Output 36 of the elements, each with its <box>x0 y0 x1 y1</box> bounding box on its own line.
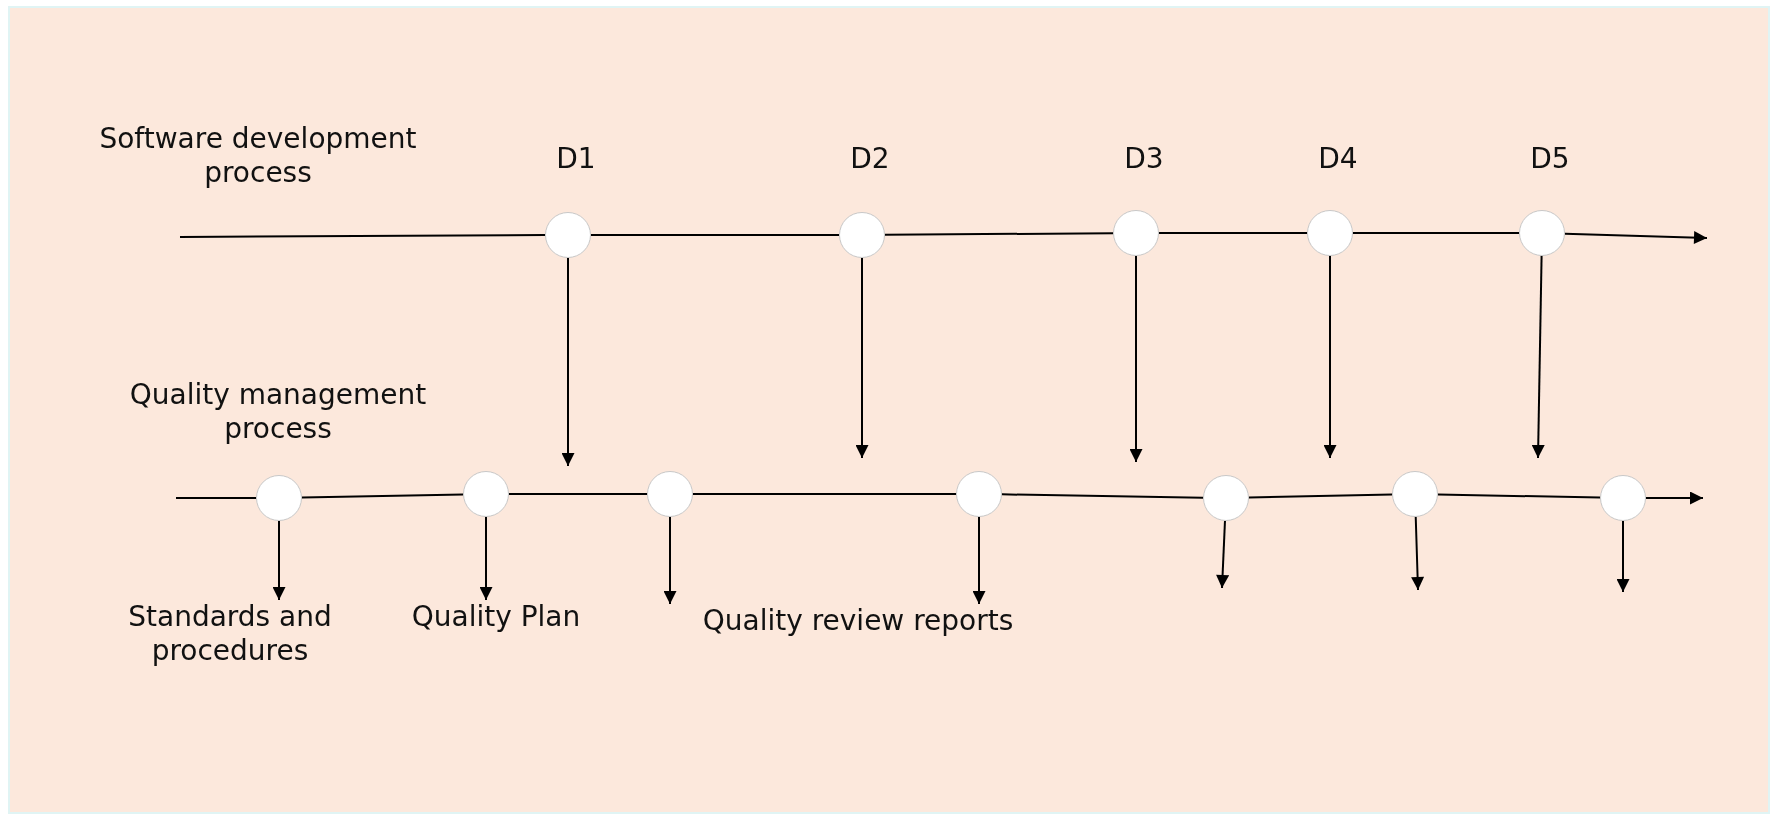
process-label: Quality management process <box>128 378 428 446</box>
connector-line <box>884 232 1114 236</box>
output-label: Quality review reports <box>658 604 1058 638</box>
output-label: Standards and procedures <box>110 600 350 668</box>
arrow <box>1531 255 1545 459</box>
connector-line <box>175 497 257 499</box>
connector-line <box>1248 493 1393 499</box>
milestone-label: D2 <box>850 142 890 176</box>
arrow <box>972 516 986 605</box>
connector-line <box>508 493 648 495</box>
connector-line <box>1001 493 1204 499</box>
milestone-label: D5 <box>1530 142 1570 176</box>
milestone-label: D4 <box>1318 142 1358 176</box>
connector-line <box>301 493 464 499</box>
connector-line <box>1158 232 1308 234</box>
connector-line <box>590 234 840 236</box>
arrow <box>1645 491 1704 505</box>
output-label: Quality Plan <box>396 600 596 634</box>
arrow <box>1323 255 1337 459</box>
arrow <box>479 516 493 601</box>
connector-line <box>179 234 546 238</box>
milestone-label: D1 <box>556 142 596 176</box>
arrow <box>272 520 286 601</box>
arrow <box>855 257 869 459</box>
arrow <box>561 257 575 467</box>
arrow <box>663 516 677 605</box>
arrow <box>1216 520 1230 589</box>
milestone-label: D3 <box>1124 142 1164 176</box>
connector-line <box>1437 493 1601 499</box>
process-label: Software development process <box>98 122 418 190</box>
arrow <box>1411 516 1425 591</box>
connector-line <box>1352 232 1520 234</box>
arrow <box>1129 255 1143 463</box>
arrow <box>1616 520 1630 593</box>
connector-line <box>692 493 957 495</box>
arrow <box>1564 231 1708 245</box>
